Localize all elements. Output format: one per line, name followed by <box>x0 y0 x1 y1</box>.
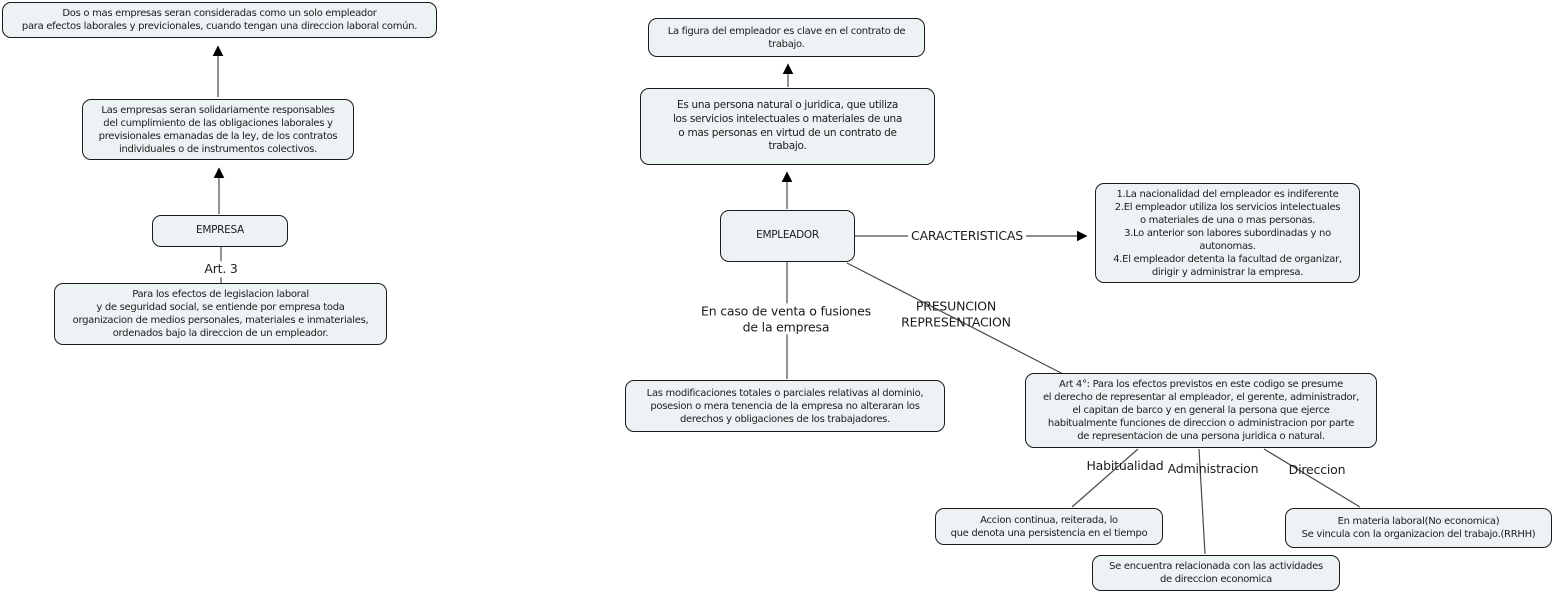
node-empleador-text: EMPLEADOR <box>756 229 819 242</box>
node-art4[interactable]: Art 4°: Para los efectos previstos en es… <box>1025 373 1377 448</box>
link-label-presuncion-representacion[interactable]: PRESUNCION REPRESENTACION <box>901 298 1011 329</box>
node-modificaciones[interactable]: Las modificaciones totales o parciales r… <box>625 380 945 432</box>
node-empleador-def[interactable]: Es una persona natural o juridica, que u… <box>640 88 935 165</box>
link-label-habitualidad[interactable]: Habitualidad <box>1086 458 1164 474</box>
link-label-caracteristicas[interactable]: CARACTERISTICAS <box>908 228 1026 244</box>
node-administracion-def-text: Se encuentra relacionada con las activid… <box>1109 561 1323 585</box>
node-multi-empresa[interactable]: Dos o mas empresas seran consideradas co… <box>2 2 437 38</box>
node-figura-empleador-text: La figura del empleador es clave en el c… <box>667 25 906 50</box>
link-label-direccion[interactable]: Direccion <box>1288 462 1346 478</box>
node-habitualidad-def-text: Accion continua, reiterada, lo que denot… <box>950 514 1148 539</box>
connector-art4-to-administracion <box>1198 448 1206 555</box>
node-empresa[interactable]: EMPRESA <box>152 215 288 247</box>
node-figura-empleador[interactable]: La figura del empleador es clave en el c… <box>648 18 925 57</box>
node-empresa-text: EMPRESA <box>196 224 244 237</box>
node-modificaciones-text: Las modificaciones totales o parciales r… <box>646 387 924 425</box>
node-solidaridad-text: Las empresas seran solidariamente respon… <box>98 104 338 155</box>
node-empresa-def-text: Para los efectos de legislacion laboral … <box>72 289 369 339</box>
link-label-art3[interactable]: Art. 3 <box>201 261 241 277</box>
node-habitualidad-def[interactable]: Accion continua, reiterada, lo que denot… <box>935 508 1163 545</box>
node-empleador[interactable]: EMPLEADOR <box>720 210 855 262</box>
node-administracion-def[interactable]: Se encuentra relacionada con las activid… <box>1092 555 1340 591</box>
node-caracteristicas-lista[interactable]: 1.La nacionalidad del empleador es indif… <box>1095 183 1360 283</box>
node-direccion-def[interactable]: En materia laboral(No economica) Se vinc… <box>1285 508 1552 548</box>
node-multi-empresa-text: Dos o mas empresas seran consideradas co… <box>21 8 418 32</box>
node-solidaridad[interactable]: Las empresas seran solidariamente respon… <box>82 99 354 160</box>
node-direccion-def-text: En materia laboral(No economica) Se vinc… <box>1301 516 1536 540</box>
link-label-en-caso-venta[interactable]: En caso de venta o fusiones de la empres… <box>698 303 874 335</box>
connector-art4-to-direccion <box>1263 448 1361 508</box>
connector-empleador-to-art4 <box>846 262 1064 375</box>
node-caracteristicas-lista-text: 1.La nacionalidad del empleador es indif… <box>1113 188 1342 278</box>
node-empleador-def-text: Es una persona natural o juridica, que u… <box>672 99 903 153</box>
node-art4-text: Art 4°: Para los efectos previstos en es… <box>1042 379 1360 442</box>
node-empresa-def[interactable]: Para los efectos de legislacion laboral … <box>54 283 387 345</box>
connector-art4-to-habitualidad <box>1071 448 1139 508</box>
link-label-administracion[interactable]: Administracion <box>1167 461 1259 477</box>
